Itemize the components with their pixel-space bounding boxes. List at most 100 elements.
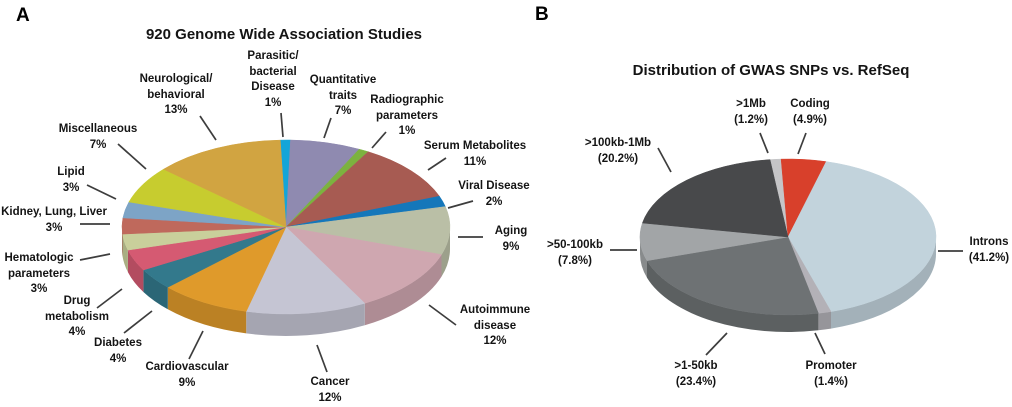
leader-line-diabetes — [123, 310, 153, 334]
leader-line-1-50kb — [705, 332, 728, 356]
leader-line-viral-disease — [447, 200, 474, 209]
panel-b-letter: B — [535, 4, 549, 25]
slice-label-lipid: Lipid 3% — [57, 165, 84, 196]
slice-percent-text: 3% — [45, 221, 63, 234]
slice-label-kidney-lung-liver: Kidney, Lung, Liver 3% — [1, 205, 107, 236]
slice-label-viral-disease: Viral Disease 2% — [458, 179, 529, 210]
slice-label-text: disease — [473, 319, 517, 332]
leader-line-quantitative-traits — [323, 117, 332, 139]
slice-label-autoimmune-disease: Autoimmune disease 12% — [460, 303, 530, 350]
slice-label-1-50kb: >1-50kb(23.4%) — [674, 359, 717, 390]
pie-a-title: 920 Genome Wide Association Studies — [145, 26, 423, 43]
slice-label-text: Parasitic/ — [247, 50, 299, 62]
slice-percent-text: 9% — [178, 376, 196, 389]
pie-slice-side-drug-metabolism — [127, 250, 144, 292]
slice-percent-text: (4.9%) — [793, 113, 827, 126]
pie-slice-aging — [285, 206, 451, 255]
slice-label-text: parameters — [375, 109, 439, 122]
slice-label-promoter: Promoter (1.4%) — [805, 359, 856, 390]
pie-rim-group — [640, 237, 936, 332]
slice-label-text: Viral Disease — [458, 180, 530, 192]
slice-percent-text: 7% — [334, 105, 352, 117]
leader-line-lipid — [86, 184, 117, 200]
slice-percent-text: 12% — [318, 391, 342, 404]
pie-slice-side-aging — [441, 227, 450, 277]
pie-top-group — [121, 139, 451, 315]
pie-slice-side-50-100kb — [640, 237, 647, 278]
slice-label-text: Coding — [790, 98, 830, 110]
leader-line-coding — [797, 132, 807, 155]
slice-label-hematologic-parameters: Hematologic parameters 3% — [4, 251, 73, 298]
slice-percent-text: (1.4%) — [814, 375, 848, 388]
slice-label-diabetes: Diabetes 4% — [94, 336, 142, 367]
slice-percent-text: 13% — [164, 104, 188, 116]
leader-line-neurological-behavioral — [199, 115, 217, 141]
pie-slice-1-50kb — [646, 236, 819, 316]
slice-percent-text: 9% — [502, 240, 520, 253]
slice-label-text: Autoimmune — [459, 304, 531, 316]
leader-lines-group — [610, 132, 963, 356]
slice-percent-text: (23.4%) — [675, 375, 717, 388]
slice-label-text: behavioral — [147, 88, 205, 101]
slice-label-aging: Aging 9% — [495, 224, 528, 255]
pie-slice-side-diabetes — [143, 270, 168, 310]
leader-line-cancer — [316, 344, 328, 373]
pie-slice-serum-metabolites — [285, 151, 440, 228]
slice-percent-text: (41.2%) — [968, 251, 1010, 264]
slice-label-text: Promoter — [805, 360, 857, 372]
slice-label-text: Disease — [251, 81, 295, 93]
slice-label-text: metabolism — [45, 310, 109, 323]
slice-percent-text: 3% — [30, 283, 48, 295]
slice-label-1mb: >1Mb(1.2%) — [734, 97, 768, 128]
slice-label-introns: Introns (41.2%) — [969, 235, 1009, 266]
slice-percent-text: 1% — [264, 96, 282, 109]
pie-slice-autoimmune-disease — [285, 226, 442, 304]
pie-slice-side-cancer — [246, 303, 365, 337]
slice-percent-text: 4% — [109, 352, 127, 365]
pie-slice-side-promoter — [818, 311, 831, 331]
pie-a — [79, 112, 483, 373]
leader-line-cardiovascular — [188, 330, 204, 360]
pie-slice-introns — [787, 161, 937, 312]
leader-line-serum-metabolites — [427, 157, 447, 171]
slice-label-text: Diabetes — [94, 337, 142, 349]
slice-label-text: Cancer — [310, 376, 350, 388]
leader-line-parasitic-bacterial-disease — [280, 112, 284, 138]
pie-b-title: Distribution of GWAS SNPs vs. RefSeq — [632, 62, 910, 79]
slice-percent-text: 3% — [62, 181, 80, 194]
slice-label-text: parameters — [7, 267, 71, 280]
leader-line-100kb-1mb — [657, 147, 672, 173]
slice-label-text: Kidney, Lung, Liver — [1, 206, 107, 218]
slice-percent-text: 1% — [398, 125, 416, 137]
leader-lines-group — [79, 112, 483, 373]
leader-line-drug-metabolism — [96, 288, 123, 309]
slice-percent-text: 7% — [89, 138, 107, 151]
slice-label-text: Drug — [63, 295, 91, 307]
slice-label-text: Introns — [969, 236, 1009, 248]
leader-line-miscellaneous — [117, 143, 147, 170]
pie-top-group — [639, 158, 937, 316]
pie-slice-100kb-1mb — [642, 159, 789, 238]
slice-label-text: Lipid — [57, 166, 85, 178]
leader-line-promoter — [814, 332, 826, 355]
slice-label-text: Hematologic — [4, 252, 74, 264]
slice-percent-text: 2% — [485, 195, 503, 208]
pie-slice-side-cardiovascular — [167, 287, 247, 334]
pie-rim-group — [121, 227, 450, 337]
slice-label-50-100kb: >50-100kb(7.8%) — [547, 238, 603, 269]
pie-slice-side-introns — [831, 237, 936, 329]
slice-percent-text: 12% — [483, 335, 507, 347]
slice-label-text: traits — [328, 89, 358, 102]
pie-b — [610, 132, 963, 356]
slice-label-text: Aging — [494, 225, 528, 237]
pie-slice-side-autoimmune-disease — [364, 254, 442, 326]
slice-label-cancer: Cancer 12% — [311, 375, 350, 406]
pie-slice-cardiovascular — [167, 226, 287, 312]
